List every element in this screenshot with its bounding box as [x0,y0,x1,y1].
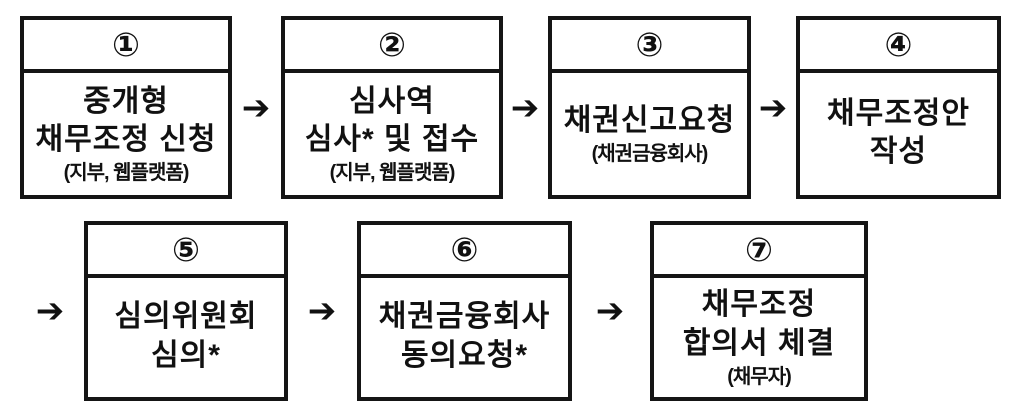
step-5-title: 심의위원회 심의* [114,300,258,372]
step-box-4: ④ 채무조정안 작성 [796,16,1001,199]
step-1-body: 중개형 채무조정 신청 (지부, 웹플랫폼) [24,73,228,195]
step-box-2: ② 심사역 심사* 및 접수 (지부, 웹플랫폼) [281,16,503,199]
step-2-number: ② [378,26,406,63]
step-3-number: ③ [635,26,664,63]
step-7-number: ⑦ [745,231,773,268]
step-6-number: ⑥ [450,231,479,268]
flow-arrow-icon: ➔ [758,89,788,127]
flow-arrow-icon: ➔ [510,89,540,127]
step-4-number: ④ [884,26,913,63]
step-2-header: ② [285,20,499,73]
step-4-body: 채무조정안 작성 [800,73,997,195]
step-3-subtitle: (채권금융회사) [591,143,709,166]
step-box-6: ⑥ 채권금융회사 동의요청* [357,221,572,401]
step-3-title: 채권신고요청 [563,103,736,137]
step-4-title: 채무조정안 작성 [827,96,970,168]
step-6-body: 채권금융회사 동의요청* [361,278,568,397]
step-2-body: 심사역 심사* 및 접수 (지부, 웹플랫폼) [285,73,499,195]
step-box-5: ⑤ 심의위원회 심의* [84,221,288,401]
step-3-body: 채권신고요청 (채권금융회사) [552,73,747,195]
step-6-header: ⑥ [361,225,568,278]
flow-arrow-icon: ➔ [241,89,271,127]
step-3-header: ③ [552,20,747,73]
step-1-subtitle: (지부, 웹플랫폼) [63,162,190,185]
flow-arrow-icon: ➔ [307,292,337,330]
step-box-7: ⑦ 채무조정 합의서 체결 (채무자) [650,221,868,401]
step-7-title: 채무조정 합의서 체결 [682,288,836,360]
step-1-title: 중개형 채무조정 신청 [35,84,217,156]
step-7-subtitle: (채무자) [727,365,792,388]
step-5-number: ⑤ [172,231,200,268]
step-2-title: 심사역 심사* 및 접수 [304,84,480,156]
step-4-header: ④ [800,20,997,73]
step-6-title: 채권금융회사 동의요청* [378,300,551,372]
step-7-header: ⑦ [654,225,864,278]
step-1-number: ① [112,26,140,63]
step-box-1: ① 중개형 채무조정 신청 (지부, 웹플랫폼) [20,16,232,199]
step-5-header: ⑤ [88,225,284,278]
step-1-header: ① [24,20,228,73]
step-2-subtitle: (지부, 웹플랫폼) [329,162,456,185]
flow-arrow-icon: ➔ [35,292,65,330]
step-5-body: 심의위원회 심의* [88,278,284,397]
step-box-3: ③ 채권신고요청 (채권금융회사) [548,16,751,199]
flow-arrow-icon: ➔ [595,292,625,330]
step-7-body: 채무조정 합의서 체결 (채무자) [654,278,864,397]
